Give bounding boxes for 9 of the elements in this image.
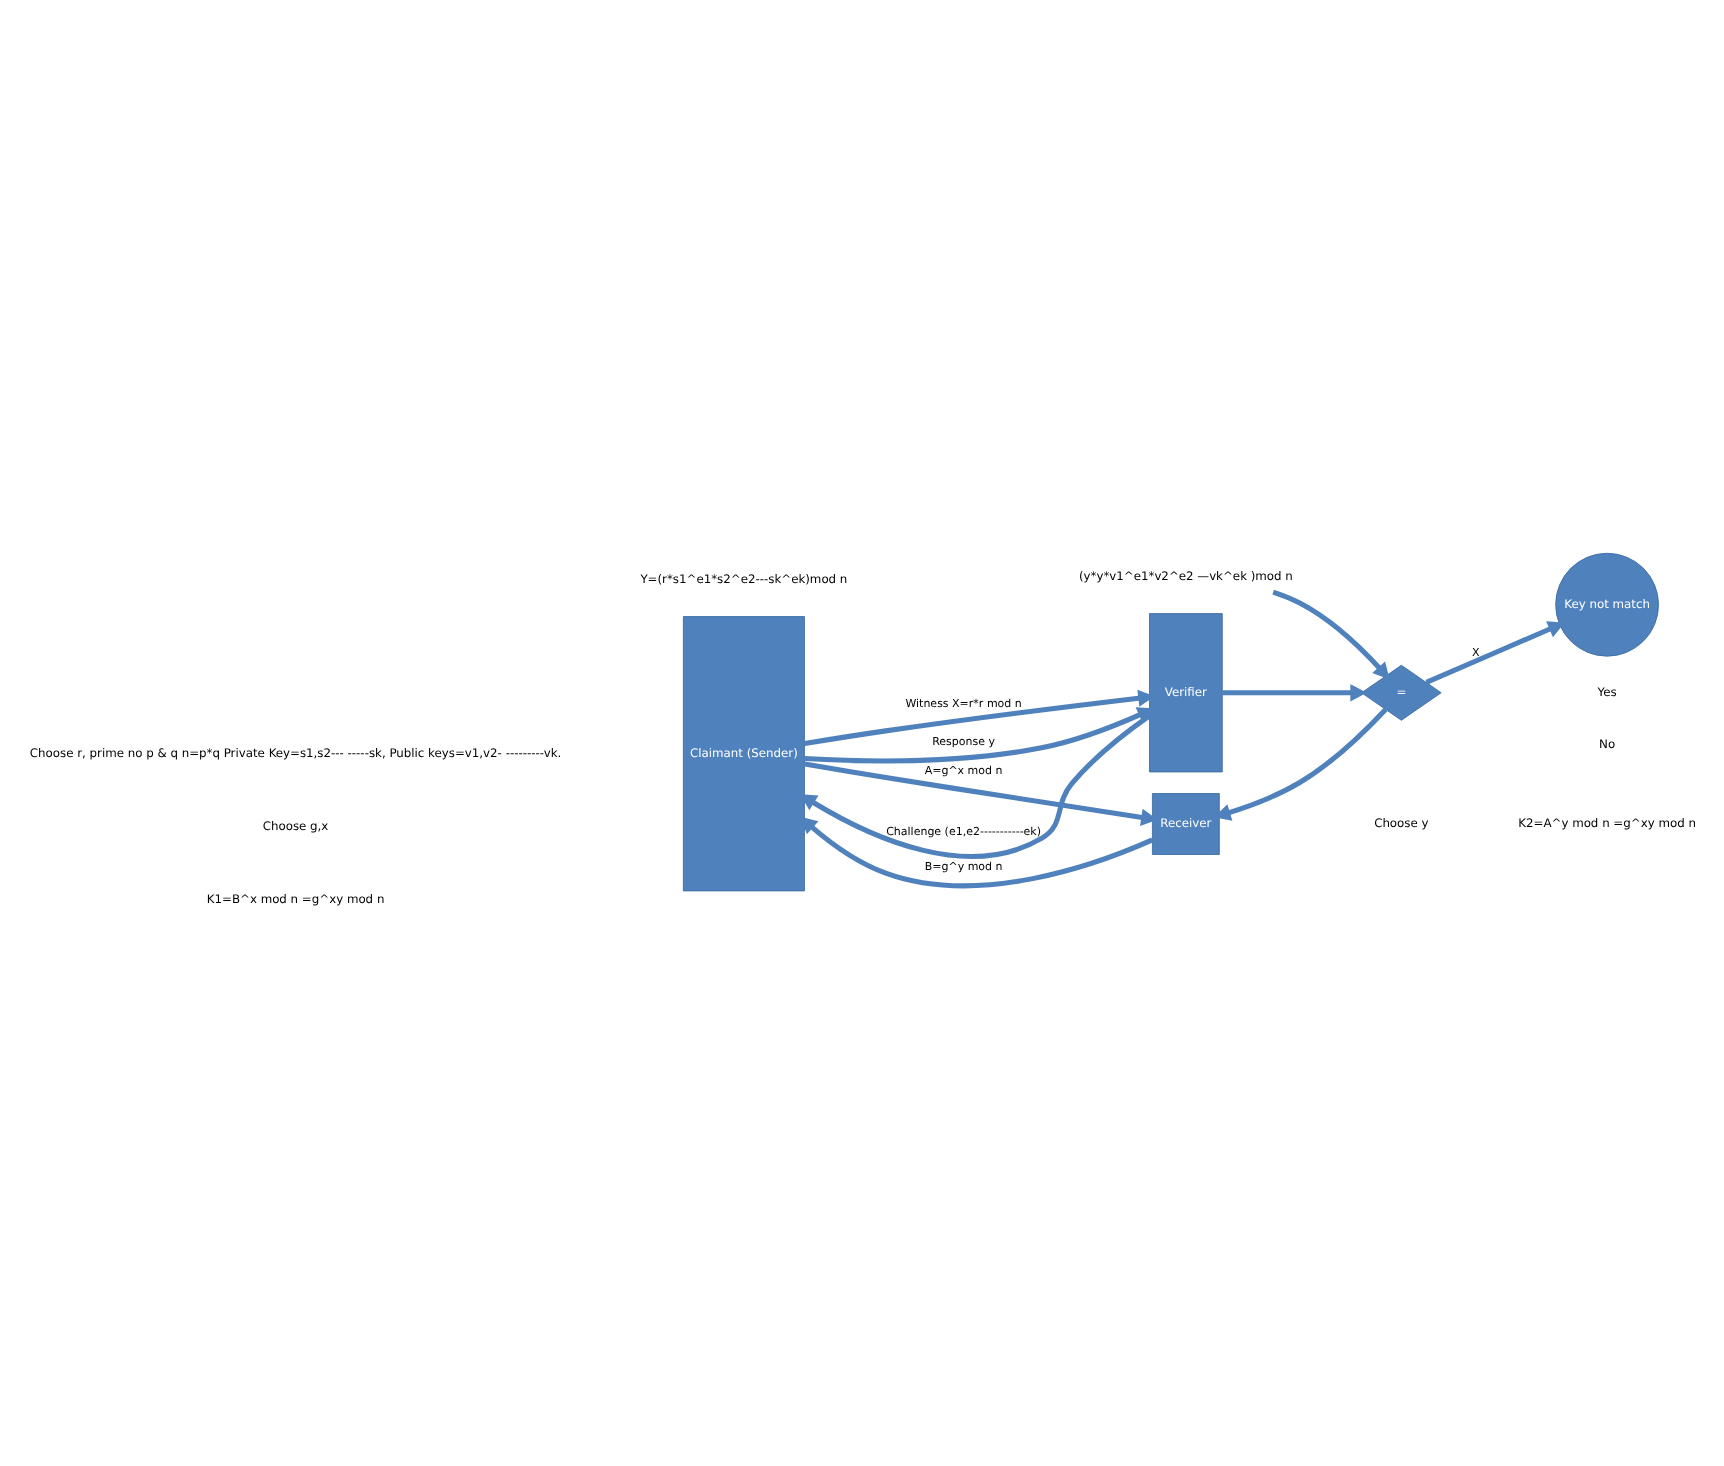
- arrow: [804, 760, 1158, 825]
- arrow: [1425, 620, 1565, 684]
- arrow: [804, 706, 1155, 763]
- arrow: [1222, 683, 1367, 701]
- arrow: [1214, 706, 1388, 820]
- arrow: [1272, 588, 1390, 679]
- arrow: [804, 688, 1155, 746]
- arrow: [799, 712, 1151, 858]
- arrow: [800, 815, 1154, 888]
